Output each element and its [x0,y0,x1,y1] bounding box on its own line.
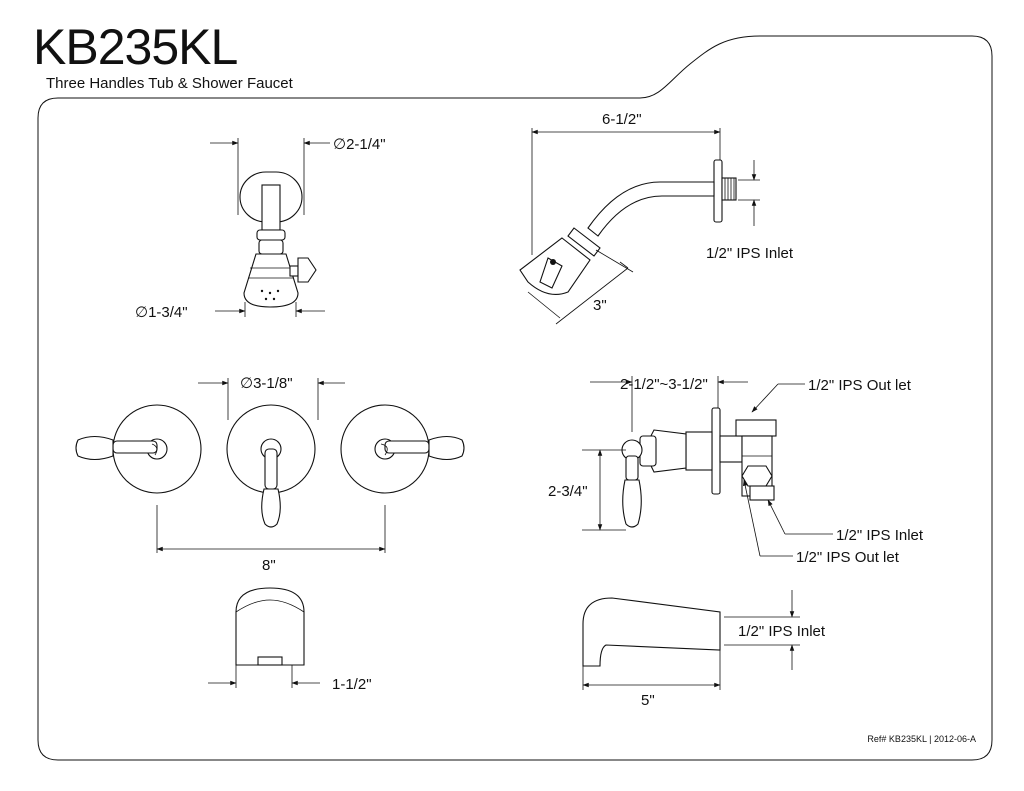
shower-head-front-view [210,138,330,317]
dim-arm-inlet: 1/2" IPS Inlet [706,245,794,262]
dim-arm-length: 6-1/2" [602,111,642,128]
spout-front-view [208,587,320,688]
dim-head-drop: 3" [593,297,607,314]
dim-spout-dia: 1-1/2" [332,676,372,693]
spout-side-view [582,590,800,690]
dim-outlet-top: 1/2" IPS Out let [808,377,912,394]
dim-head-dia: ∅1-3/4" [135,304,188,321]
dim-valve-height: 2-3/4" [548,483,588,500]
dim-handle-spread: 8" [262,557,276,574]
dim-handle-dia: ∅3-1/8" [240,375,293,392]
model-number: KB235KL [33,19,238,75]
sheet-border [37,35,993,761]
handles-front-view [75,378,465,553]
dim-outlet-bottom: 1/2" IPS Out let [796,549,900,566]
dim-spout-length: 5" [641,692,655,709]
dim-valve-inlet: 1/2" IPS Inlet [836,527,924,544]
dim-depth-range: 2-1/2"~3-1/2" [620,376,708,393]
valve-side-view [582,376,833,557]
dim-flange-dia: ∅2-1/4" [333,136,386,153]
reference-code: Ref# KB235KL | 2012-06-A [867,734,976,744]
dim-spout-inlet: 1/2" IPS Inlet [738,623,826,640]
shower-arm-side-view [519,128,760,325]
product-subtitle: Three Handles Tub & Shower Faucet [46,75,293,92]
